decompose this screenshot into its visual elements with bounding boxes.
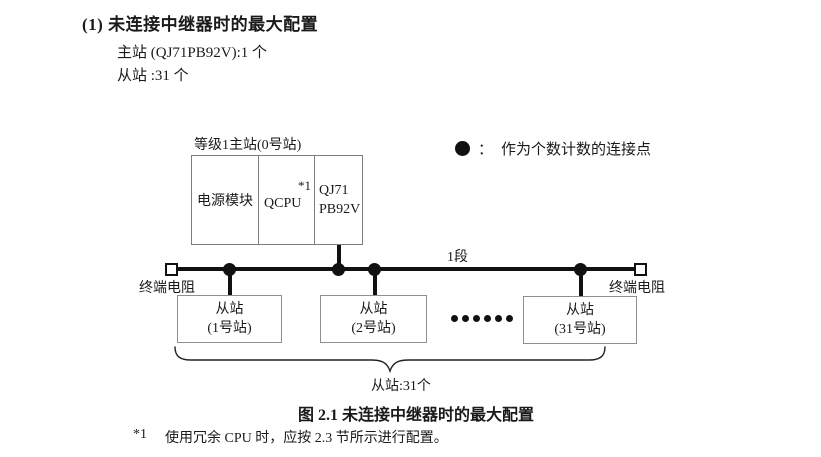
slave2-label-line1: 从站 — [359, 302, 388, 317]
ellipsis-dot — [473, 315, 480, 322]
ellipsis-dot — [462, 315, 469, 322]
ellipsis-dot — [484, 315, 491, 322]
footnote-text: 使用冗余 CPU 时，应按 2.3 节所示进行配置。 — [165, 431, 448, 446]
legend-text: 作为个数计数的连接点 — [501, 142, 652, 158]
brace-label: 从站:31个 — [371, 379, 431, 394]
terminator-right-label: 终端电阻 — [609, 281, 665, 296]
slave-station-box-31: 从站 (31号站) — [523, 296, 637, 344]
slave2-drop-line — [373, 269, 377, 296]
figure-caption: 图 2.1 未连接中继器时的最大配置 — [298, 407, 535, 424]
brace — [173, 345, 607, 374]
legend-separator: ： — [478, 142, 494, 158]
pb92v-label-line2: PB92V — [319, 202, 361, 217]
section-heading: (1) 未连接中继器时的最大配置 — [82, 15, 319, 34]
power-module-label: 电源模块 — [197, 194, 253, 209]
connection-dot — [368, 263, 381, 276]
footnote-marker: *1 — [133, 427, 147, 442]
cpu-footnote-ref: *1 — [298, 178, 311, 193]
connection-dot — [223, 263, 236, 276]
cpu-label: QCPU — [264, 196, 302, 211]
slave31-label-line1: 从站 — [566, 303, 594, 318]
ellipsis-dot — [451, 315, 458, 322]
pb92v-label-line1: QJ71 — [319, 183, 349, 198]
slave31-drop-line — [579, 269, 583, 297]
slave-station-box-1: 从站 (1号站) — [177, 295, 282, 343]
connection-dot — [574, 263, 587, 276]
connection-dot — [332, 263, 345, 276]
ellipsis-dot — [495, 315, 502, 322]
bus-line — [177, 267, 635, 271]
master-station-box: 电源模块 *1 QCPU QJ71 PB92V — [191, 155, 363, 245]
legend: ： 作为个数计数的连接点 — [455, 138, 651, 159]
slave-station-box-2: 从站 (2号站) — [320, 295, 427, 343]
slave1-label-line1: 从站 — [215, 302, 244, 317]
brace-svg — [174, 346, 606, 374]
terminator-resistor-icon — [634, 263, 647, 276]
master-station-label: 等级1主站(0号站) — [194, 138, 302, 153]
ellipsis-dots — [451, 315, 513, 322]
terminator-resistor-icon — [165, 263, 178, 276]
slave2-label-line2: (2号站) — [351, 321, 396, 336]
cpu-cell: *1 QCPU — [258, 156, 314, 244]
terminator-left-label: 终端电阻 — [139, 281, 195, 296]
slave1-label-line2: (1号站) — [207, 321, 252, 336]
slave-count-line: 从站 :31 个 — [117, 68, 189, 84]
pb92v-cell: QJ71 PB92V — [314, 156, 361, 244]
slave1-drop-line — [228, 269, 232, 296]
master-count-line: 主站 (QJ71PB92V):1 个 — [117, 45, 268, 61]
slave31-label-line2: (31号站) — [554, 322, 606, 337]
connection-point-icon — [455, 141, 470, 156]
power-module-cell: 电源模块 — [192, 156, 258, 244]
ellipsis-dot — [506, 315, 513, 322]
segment-label: 1段 — [447, 250, 468, 265]
master-drop-line — [337, 245, 341, 270]
